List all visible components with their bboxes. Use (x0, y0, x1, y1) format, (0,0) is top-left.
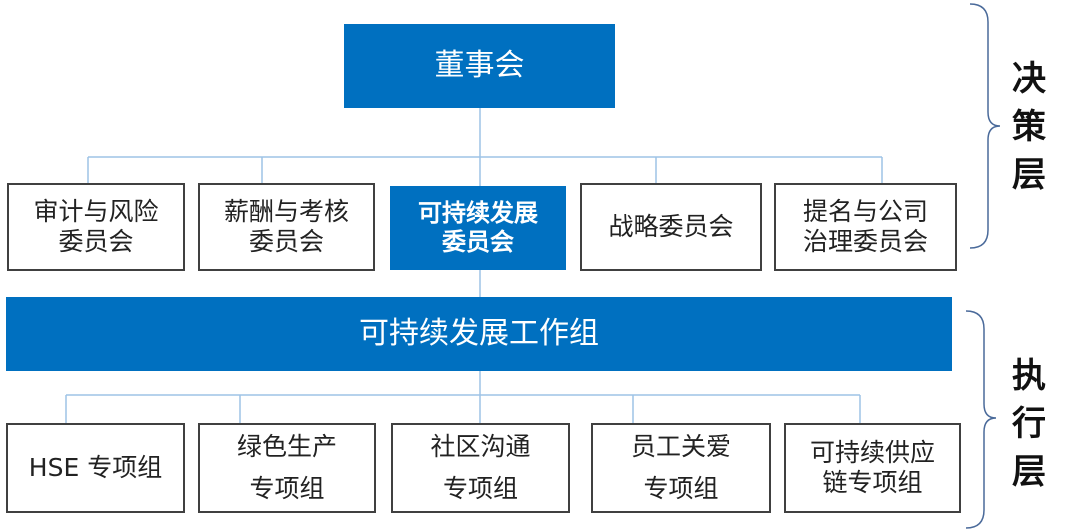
group-label: HSE 专项组 (28, 453, 163, 482)
group-community: 社区沟通 专项组 (391, 423, 570, 513)
committee-label: 可持续发展 委员会 (418, 199, 538, 256)
committee-label: 提名与公司 治理委员会 (802, 197, 928, 256)
group-label: 社区沟通 专项组 (430, 431, 531, 504)
execution-layer-label: 执 行 层 (1012, 356, 1046, 492)
group-label: 员工关爱 专项组 (630, 431, 731, 504)
committee-audit-risk: 审计与风险 委员会 (7, 183, 185, 271)
group-green-production: 绿色生产 专项组 (198, 423, 376, 513)
group-label: 可持续供应 链专项组 (809, 438, 935, 497)
board-box: 董事会 (344, 24, 615, 108)
committee-label: 审计与风险 委员会 (33, 197, 159, 256)
committee-sustainability: 可持续发展 委员会 (390, 186, 566, 270)
working-group-bar: 可持续发展工作组 (6, 297, 952, 371)
committee-nomination-governance: 提名与公司 治理委员会 (774, 183, 957, 271)
group-label: 绿色生产 专项组 (236, 431, 337, 504)
group-hse: HSE 专项组 (6, 423, 185, 513)
decision-bracket (969, 3, 1001, 249)
board-label: 董事会 (434, 48, 525, 83)
committee-remuneration: 薪酬与考核 委员会 (198, 183, 375, 271)
committee-label: 薪酬与考核 委员会 (223, 197, 349, 256)
group-supply-chain: 可持续供应 链专项组 (784, 423, 961, 513)
committee-label: 战略委员会 (608, 212, 734, 241)
committee-strategy: 战略委员会 (580, 183, 762, 271)
group-employee-care: 员工关爱 专项组 (591, 423, 771, 513)
decision-layer-label: 决 策 层 (1012, 59, 1046, 195)
working-group-label: 可持续发展工作组 (359, 316, 599, 351)
execution-bracket (965, 310, 997, 529)
